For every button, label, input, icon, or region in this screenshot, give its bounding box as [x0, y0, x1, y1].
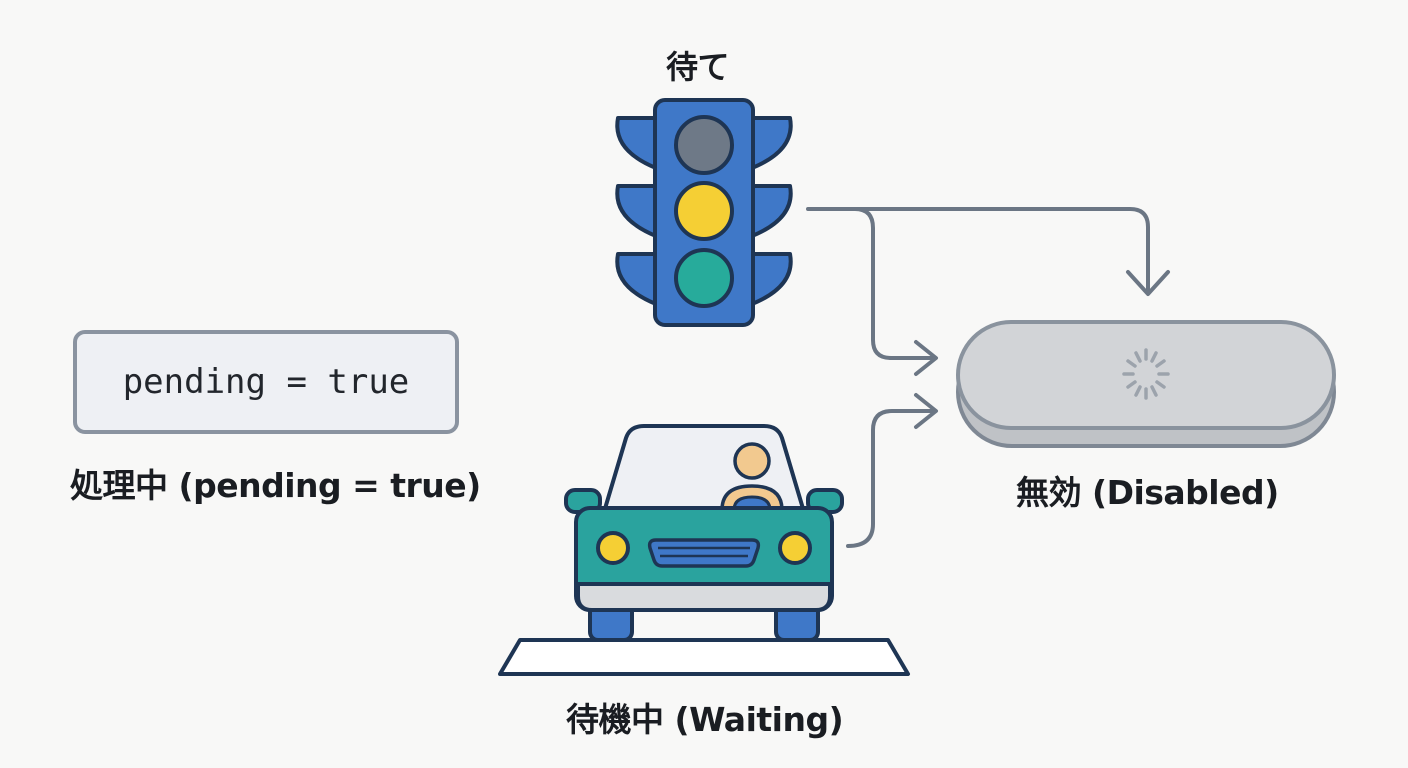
- car-icon: [498, 424, 910, 676]
- wait-label: 待て: [666, 48, 730, 86]
- arrow-icon: [806, 207, 1170, 548]
- code-box: pending = true: [73, 330, 459, 434]
- traffic-light-icon: [615, 98, 793, 327]
- disabled-button: [956, 320, 1336, 448]
- pending-caption: 処理中 (pending = true): [70, 466, 481, 505]
- disabled-caption: 無効 (Disabled): [1016, 473, 1279, 512]
- spinner-icon: [1122, 348, 1170, 400]
- waiting-caption: 待機中 (Waiting): [566, 700, 844, 739]
- code-text: pending = true: [122, 362, 410, 402]
